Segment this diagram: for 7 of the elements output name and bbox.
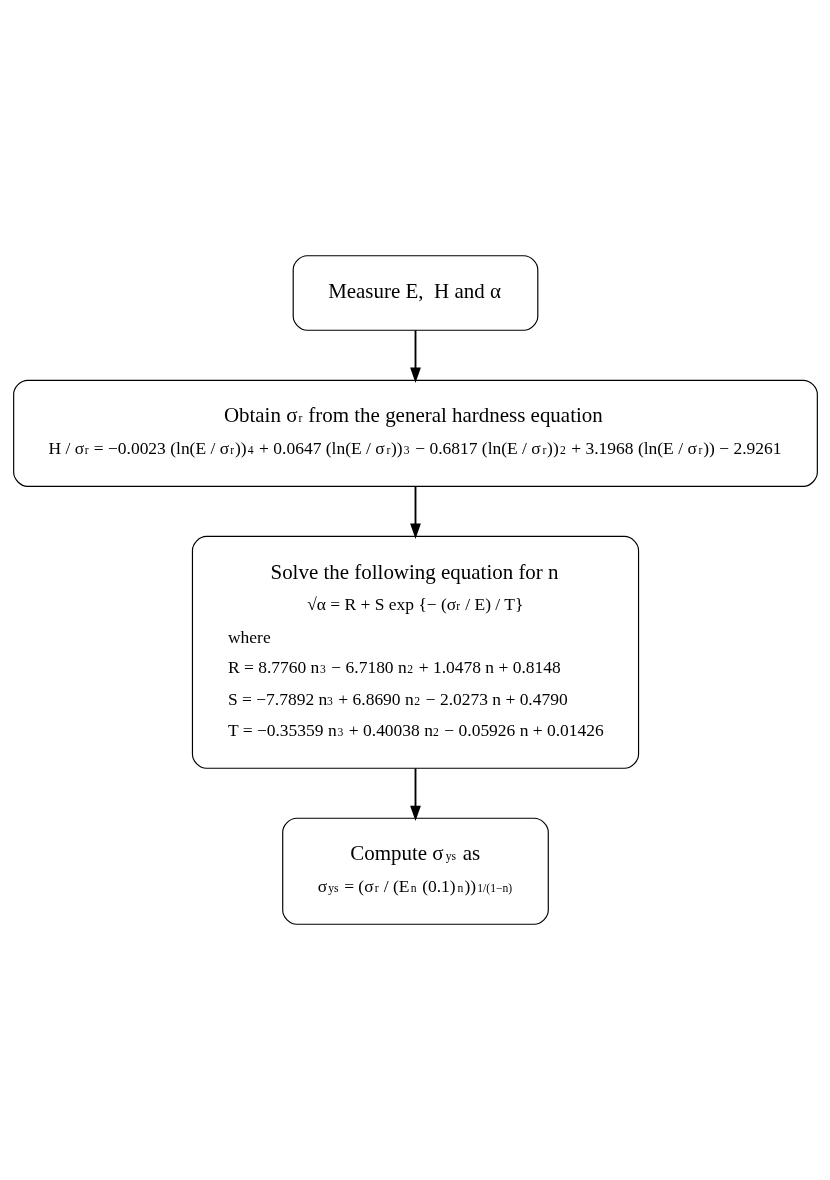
node-box: Solve the following equation for n √α = R + S exp {− (σr / E) / T} where R = 8.7760 n3 − 6.7180 n2 + 1.0478 n + 0.8148 S = −7.7892 n3 + 6.8690 n2 − 2.0273 n + 0.4790 T = −0.35359 n3 + 0.40038 n2 − 0.05926 n + 0.01426 [191,535,639,769]
arrow [409,329,421,383]
node-box: Measure E, H and α [292,255,538,331]
arrow [409,767,421,822]
node-box: Compute σys as σys = (σr / (En (0.1)n))1/(1−n) [281,817,549,925]
node-box: Obtain σr from the general hardness equation H / σr = −0.0023 (ln(E / σr))4 + 0.0647 (ln(E / σr))3 − 0.6817 (ln(E / σr))2 + 3.1968 (ln(E / σr)) − 2.9261 [12,379,818,487]
arrow [409,485,421,539]
